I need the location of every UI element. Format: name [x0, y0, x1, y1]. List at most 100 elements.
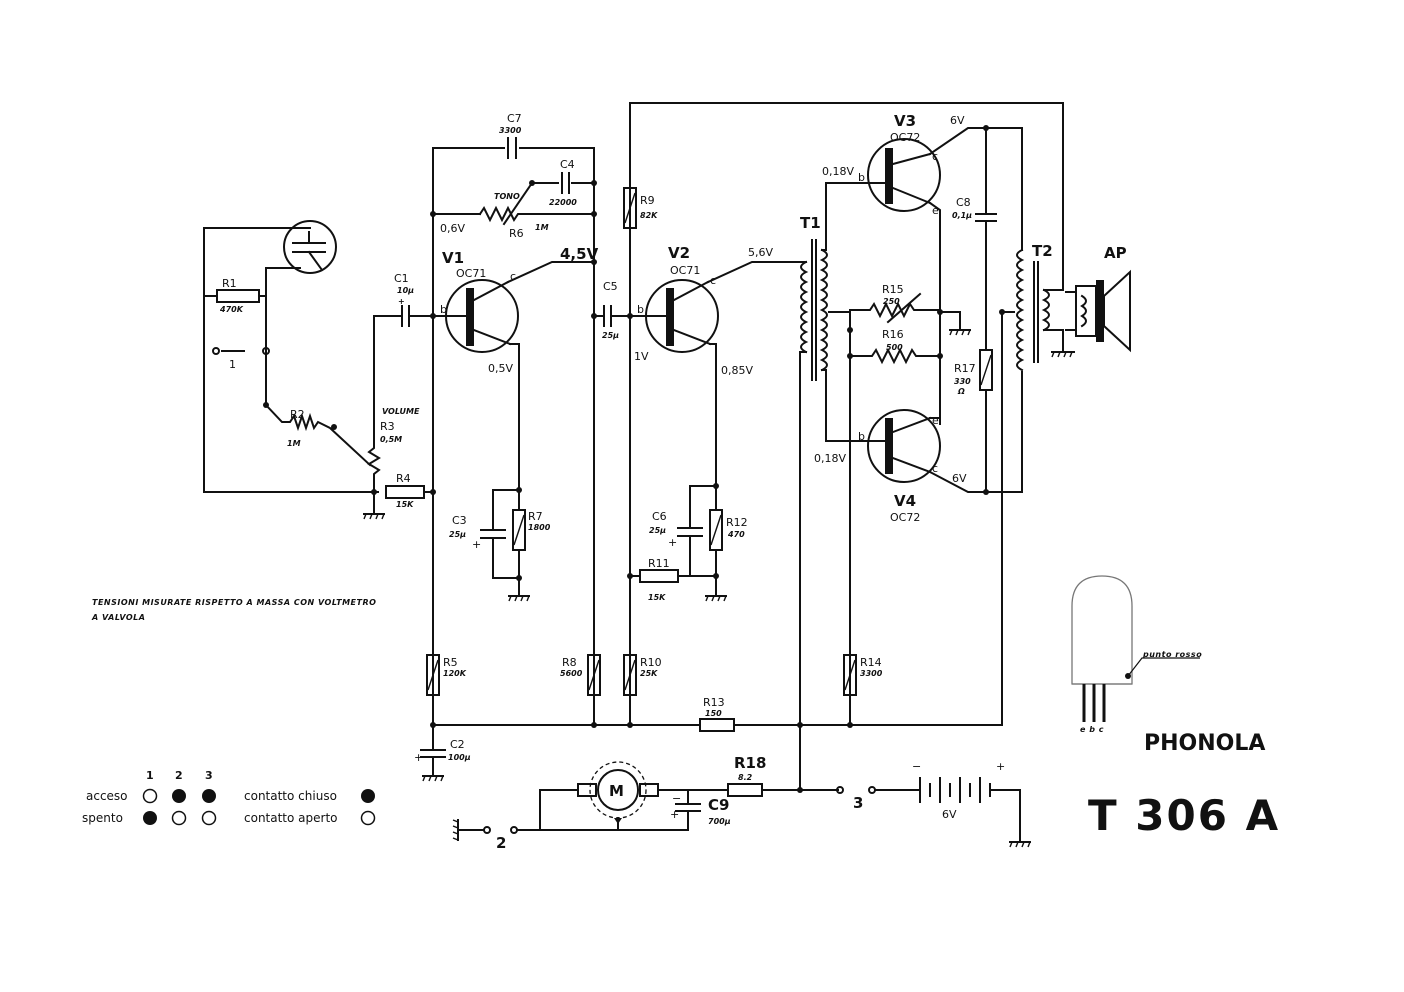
- battery-icon: [919, 777, 991, 803]
- svg-text:+: +: [398, 297, 405, 306]
- v1-emitter-voltage: 0,5V: [488, 362, 513, 375]
- v1-transistor-icon: [445, 279, 519, 353]
- r13-value: 150: [705, 709, 722, 718]
- r12-value: 470: [727, 530, 745, 539]
- r16-label: R16: [882, 328, 904, 341]
- r15-label: R15: [882, 283, 904, 296]
- note-line-2: A VALVOLA: [91, 613, 145, 622]
- v2-type: OC71: [670, 264, 700, 277]
- red-dot-label: punto rosso: [1142, 650, 1202, 659]
- svg-text:e: e: [932, 204, 939, 217]
- svg-text:Ω: Ω: [957, 387, 965, 396]
- switch-1-label: 1: [229, 358, 236, 371]
- v4-type: OC72: [890, 511, 920, 524]
- brand-name: PHONOLA: [1144, 731, 1265, 756]
- svg-text:+: +: [668, 536, 677, 549]
- switch-state-legend: 1 2 3 acceso spento contatto chiuso cont…: [82, 769, 376, 826]
- svg-text:c: c: [510, 270, 516, 283]
- v2-emitter-voltage: 0,85V: [721, 364, 753, 377]
- motor-icon: [597, 769, 639, 811]
- r4-label: R4: [396, 472, 411, 485]
- legend-closed-label: contatto chiuso: [244, 789, 337, 803]
- r9-label: R9: [640, 194, 655, 207]
- r3-function: VOLUME: [382, 407, 420, 416]
- legend-state-dots: [142, 788, 217, 826]
- r5-label: R5: [443, 656, 458, 669]
- r6-label: R6: [509, 227, 524, 240]
- svg-text:c: c: [932, 150, 938, 163]
- speaker-ap: AP: [1043, 102, 1131, 358]
- c5-value: 25µ: [602, 331, 619, 340]
- v1-type: OC71: [456, 267, 486, 280]
- r4-value: 15K: [396, 500, 414, 509]
- r1-value: 470K: [219, 305, 244, 314]
- svg-text:e: e: [932, 414, 939, 427]
- svg-text:b: b: [858, 430, 865, 443]
- legend-col-3: 3: [205, 769, 213, 782]
- r7-label: R7: [528, 510, 543, 523]
- v1-label: V1: [442, 249, 464, 267]
- r9-resistor: [623, 187, 637, 229]
- c2-label: C2: [450, 738, 465, 751]
- motor-section: M C9 700µ + − R18 8.2 3: [452, 754, 1031, 852]
- r8-value: 5600: [560, 669, 583, 678]
- c8-label: C8: [956, 196, 971, 209]
- c6-value: 25µ: [649, 526, 666, 535]
- c5-label: C5: [603, 280, 618, 293]
- legend-spento-dot-1: [143, 811, 157, 825]
- r17-label: R17: [954, 362, 976, 375]
- r5-value: 120K: [443, 669, 467, 678]
- legend-col-1: 1: [146, 769, 154, 782]
- c1-label: C1: [394, 272, 409, 285]
- r14-resistor: [843, 654, 857, 696]
- r14-value: 3300: [860, 669, 883, 678]
- input-section: R1 470K 1 R2 1M VOLUME R3 0,5M R4 15K: [203, 220, 434, 520]
- r9-value: 82K: [640, 211, 658, 220]
- v1-collector-voltage: 4,5V: [560, 245, 599, 263]
- r12-label: R12: [726, 516, 748, 529]
- r3-label: R3: [380, 420, 395, 433]
- transistor-pin-labels: e b c: [1080, 725, 1104, 734]
- r3-value: 0,5M: [380, 435, 402, 444]
- legend-acceso-dot-1: [142, 788, 158, 804]
- legend-acceso-dot-2: [172, 789, 186, 803]
- stage-v2: C5 25µ b 1V R9 82K V2 OC71 c 0,85V 5,6V …: [593, 102, 1064, 726]
- motor-label: M: [609, 782, 624, 800]
- switch-2-contact: [483, 826, 491, 834]
- v2-collector-voltage: 5,6V: [748, 246, 773, 259]
- transformer-t2: T2: [1001, 242, 1053, 372]
- r14-label: R14: [860, 656, 882, 669]
- c7-label: C7: [507, 112, 522, 125]
- model-number: T 306 A: [1088, 791, 1280, 840]
- r5-resistor: [426, 654, 440, 696]
- legend-spento-label: spento: [82, 811, 123, 825]
- v2-label: V2: [668, 244, 690, 262]
- battery-voltage: 6V: [942, 808, 957, 821]
- output-stage: V3 OC72 0,18V b c e 6V V4 OC72 0,18V b e…: [814, 112, 1023, 726]
- r10-label: R10: [640, 656, 662, 669]
- svg-text:+: +: [472, 538, 481, 551]
- t2-label: T2: [1032, 242, 1053, 260]
- pickup-cartridge-icon: [283, 220, 337, 274]
- legend-spento-dot-3: [201, 810, 217, 826]
- switch-1-contact: [212, 347, 220, 355]
- v3-type: OC72: [890, 131, 920, 144]
- supply-rail: R13 150 C2 100µ +: [414, 696, 1003, 782]
- c8-value: 0,1µ: [952, 211, 972, 220]
- r6-function: TONO: [494, 192, 520, 201]
- svg-text:b: b: [440, 303, 447, 316]
- c2-value: 100µ: [448, 753, 471, 762]
- v4-label: V4: [894, 492, 916, 510]
- c1-value: 10µ: [397, 286, 414, 295]
- r1-label: R1: [222, 277, 237, 290]
- legend-col-2: 2: [175, 769, 183, 782]
- stage-v1: C1 10µ + b 0,6V V1 OC71 c 0,5V 4,5V C3 2…: [394, 112, 601, 726]
- r18-value: 8.2: [738, 773, 753, 782]
- r18-label: R18: [734, 754, 766, 772]
- v4-collector-voltage: 6V: [952, 472, 967, 485]
- svg-text:b: b: [637, 303, 644, 316]
- v3-base-voltage: 0,18V: [822, 165, 854, 178]
- v3-label: V3: [894, 112, 916, 130]
- v4-base-voltage: 0,18V: [814, 452, 846, 465]
